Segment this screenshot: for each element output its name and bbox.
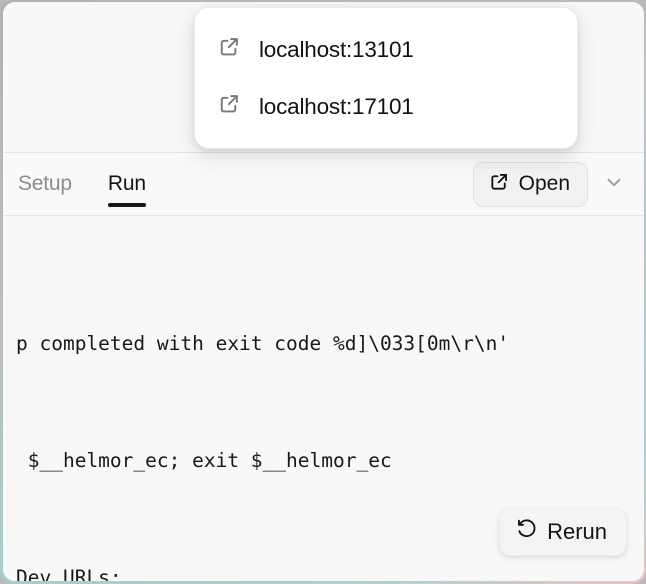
tab-run-label: Run bbox=[107, 172, 146, 195]
tab-setup-label: Setup bbox=[18, 172, 72, 195]
terminal-line: p completed with exit code %d]\033[0m\r\… bbox=[16, 332, 510, 355]
chevron-down-icon bbox=[603, 171, 625, 198]
terminal-line: Dev URLs: bbox=[16, 566, 122, 581]
url-dropdown-item-label: localhost:17101 bbox=[259, 93, 414, 119]
url-dropdown-menu: localhost:13101 localhost:17101 bbox=[194, 7, 578, 149]
tab-setup[interactable]: Setup bbox=[18, 153, 72, 215]
url-dropdown-item-app[interactable]: localhost:13101 bbox=[195, 21, 577, 78]
rerun-button[interactable]: Rerun bbox=[499, 508, 627, 556]
url-dropdown-item-public-api[interactable]: localhost:17101 bbox=[195, 78, 577, 135]
url-dropdown-item-label: localhost:13101 bbox=[259, 36, 414, 62]
panel-surface: Setup Run Open bbox=[3, 2, 644, 581]
external-link-icon bbox=[489, 171, 510, 198]
rerun-button-label: Rerun bbox=[547, 519, 607, 544]
open-button-label: Open bbox=[518, 172, 570, 195]
external-link-icon bbox=[218, 92, 241, 121]
tab-run[interactable]: Run bbox=[107, 153, 146, 215]
open-button[interactable]: Open bbox=[472, 161, 588, 207]
chevron-down-button[interactable] bbox=[592, 162, 636, 206]
terminal-line: $__helmor_ec; exit $__helmor_ec bbox=[16, 449, 392, 472]
terminal-output[interactable]: p completed with exit code %d]\033[0m\r\… bbox=[3, 216, 644, 581]
tab-bar: Setup Run Open bbox=[3, 152, 644, 216]
external-link-icon bbox=[218, 35, 241, 64]
rotate-left-icon bbox=[516, 518, 538, 546]
